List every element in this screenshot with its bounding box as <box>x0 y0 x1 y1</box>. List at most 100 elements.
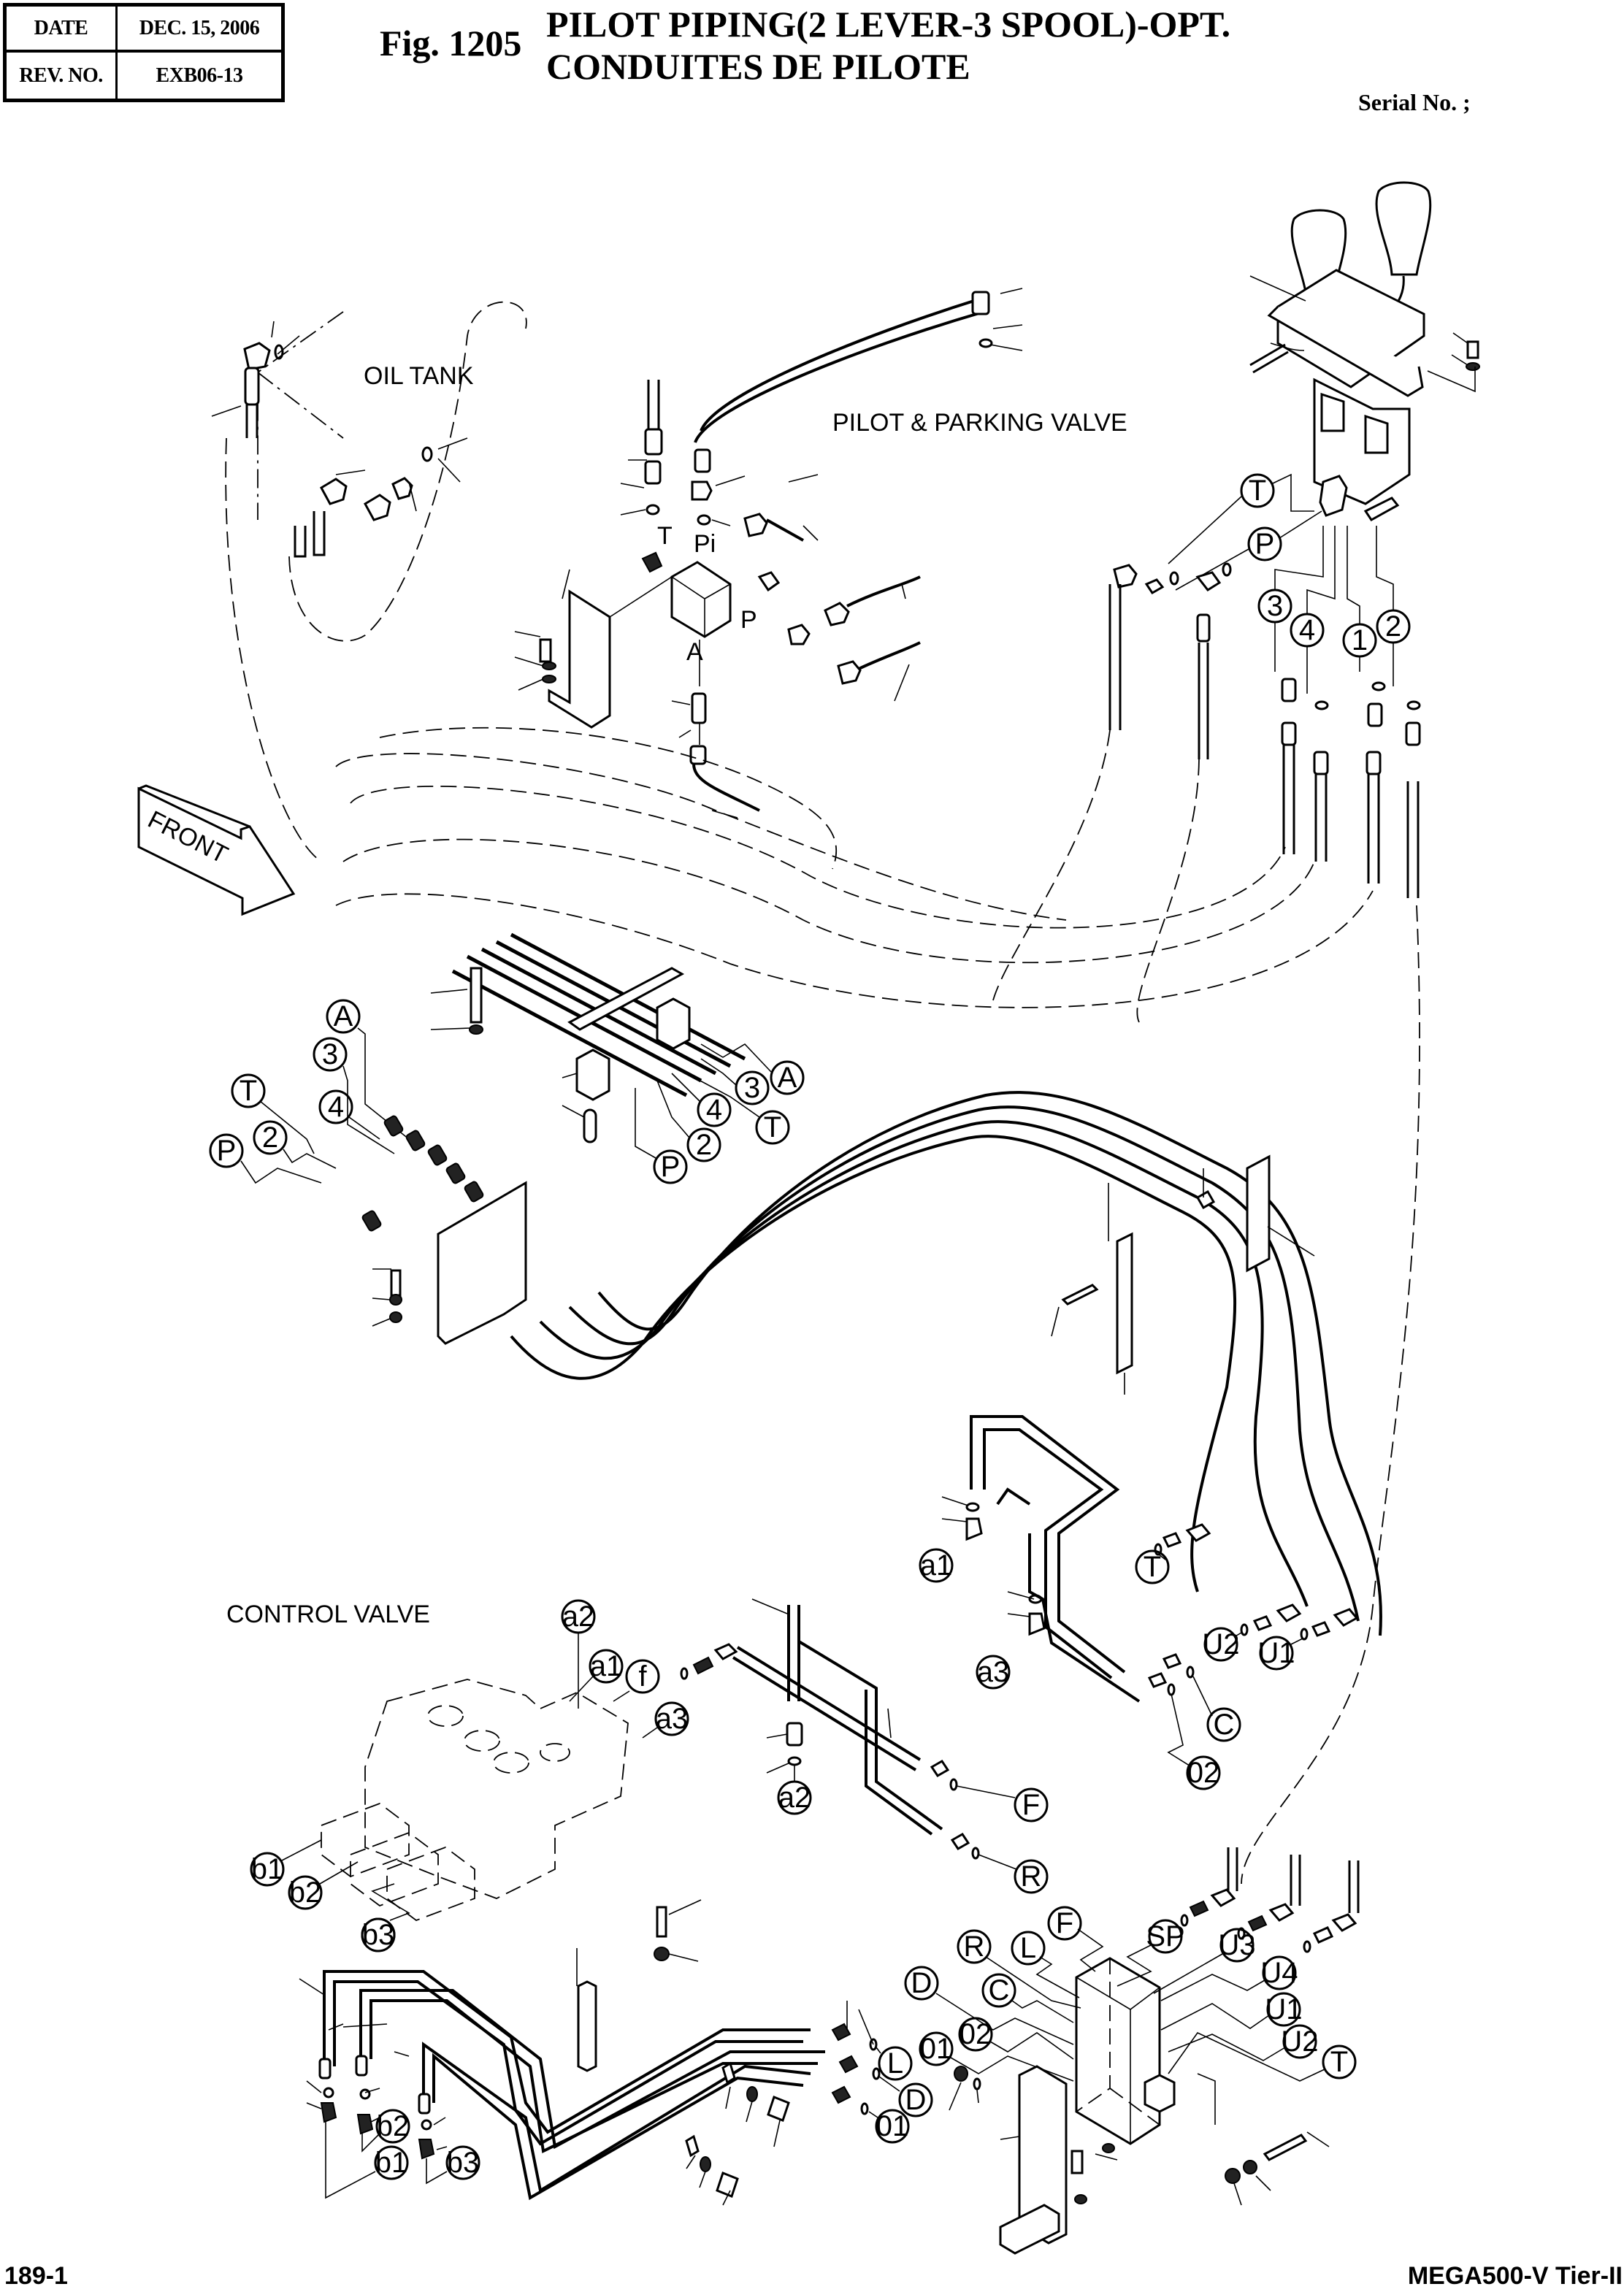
clamp-bar <box>1116 1232 1133 1375</box>
adapter <box>391 477 413 500</box>
figure-number: Fig. 1205 <box>380 23 522 64</box>
lock-washer <box>542 675 556 683</box>
callout-line-F: F <box>1014 1787 1049 1823</box>
pilot-parking-valve-group: PILOT & PARKING VALVE T Pi P A <box>514 288 1127 819</box>
control-valve-label: CONTROL VALVE <box>226 1601 430 1628</box>
callout-db-L: L <box>1011 1931 1046 1966</box>
svg-text:C: C <box>1214 1709 1235 1741</box>
port-label-Pi: Pi <box>694 530 716 558</box>
callout-manifold-2-left: 2 <box>253 1120 288 1155</box>
o-ring <box>1167 1683 1176 1696</box>
o-ring <box>421 446 433 462</box>
svg-text:SP: SP <box>1146 1920 1184 1952</box>
clamp-block <box>575 1049 610 1101</box>
adapter <box>930 1760 950 1777</box>
callout-cv-a3: a3 <box>654 1701 689 1736</box>
callout-line-R: R <box>1014 1859 1049 1894</box>
bolt <box>716 2172 739 2198</box>
callout-lower-b3-top: b3 <box>361 1917 396 1952</box>
pilot-valve-body <box>1313 377 1411 505</box>
svg-text:F: F <box>1022 1789 1040 1821</box>
elbow-fitting <box>320 2102 337 2123</box>
callout-db-U1: U1 <box>1265 1992 1303 2027</box>
o-ring <box>1303 1940 1311 1953</box>
title-english: PILOT PIPING(2 LEVER-3 SPOOL)-OPT. <box>546 4 1231 45</box>
callout-manifold-A-left: A <box>326 999 361 1034</box>
o-ring <box>1237 1927 1246 1940</box>
washer <box>746 2086 758 2102</box>
callout-db-02: 02 <box>958 2017 993 2052</box>
tube-b1 <box>323 1970 811 2134</box>
callout-db-R: R <box>957 1929 992 1964</box>
pilot-parking-valve-label: PILOT & PARKING VALVE <box>832 409 1127 437</box>
svg-text:L: L <box>887 2047 903 2080</box>
washer <box>654 1947 670 1961</box>
hose-routes <box>335 727 1420 1885</box>
adapter <box>692 1656 714 1675</box>
hose-fitting <box>689 745 707 765</box>
washer <box>469 1024 483 1035</box>
tee-fitting <box>691 480 713 501</box>
svg-text:A: A <box>334 1000 353 1032</box>
adapter <box>838 2055 859 2074</box>
svg-text:b2: b2 <box>377 2110 410 2142</box>
callout-mid-02: 02 <box>1186 1755 1221 1790</box>
tube-nut <box>418 2093 431 2115</box>
o-ring <box>646 504 660 515</box>
callout-manifold-2-right: 2 <box>686 1127 721 1162</box>
callout-mid-U2: U2 <box>1202 1627 1240 1662</box>
bolt <box>1466 340 1479 359</box>
adapter <box>691 692 707 724</box>
o-ring <box>359 2088 371 2100</box>
callout-manifold-3-left: 3 <box>313 1037 348 1072</box>
svg-text:f: f <box>638 1660 647 1693</box>
o-ring <box>1371 681 1386 691</box>
hose-fitting <box>824 602 850 626</box>
callout-cv-a2: a2 <box>561 1599 596 1634</box>
callout-lower-01: 01 <box>875 2109 910 2144</box>
elbow-fitting <box>713 1643 738 1660</box>
solenoid-b1 <box>321 1802 410 1878</box>
svg-text:b3: b3 <box>447 2147 480 2179</box>
bolt <box>539 638 552 663</box>
hose-fitting <box>1331 1913 1357 1932</box>
o-ring <box>965 1502 980 1512</box>
hose-ends <box>1227 1847 1360 1913</box>
adapter <box>1367 702 1383 727</box>
callout-manifold-T-left: T <box>231 1073 266 1108</box>
callout-db-SP: SP <box>1146 1919 1185 1954</box>
svg-text:L: L <box>1020 1932 1036 1964</box>
o-ring <box>1222 562 1232 577</box>
o-ring <box>1406 700 1421 710</box>
hose-fitting <box>1366 751 1382 775</box>
callout-db-F: F <box>1047 1906 1082 1941</box>
callout-mid-a3: a3 <box>976 1655 1011 1690</box>
svg-text:01: 01 <box>876 2110 909 2142</box>
tube-b3 <box>422 2042 811 2193</box>
date-label: DATE <box>7 7 118 53</box>
tube-nut <box>318 2058 332 2080</box>
washer <box>389 1311 402 1323</box>
control-valve-lines: a2 F R <box>713 1598 1049 1894</box>
svg-text:P: P <box>217 1135 237 1167</box>
hose <box>647 380 660 431</box>
callout-joystick-4: 4 <box>1290 613 1325 648</box>
svg-text:a1: a1 <box>590 1650 623 1682</box>
revision-table: DATE DEC. 15, 2006 REV. NO. EXB06-13 <box>3 3 285 102</box>
svg-text:U3: U3 <box>1218 1929 1255 1961</box>
hose-fitting <box>971 291 990 315</box>
callout-manifold-A-right: A <box>770 1060 805 1095</box>
svg-text:b1: b1 <box>251 1853 284 1885</box>
port-label-T: T <box>657 522 673 550</box>
o-ring <box>978 338 993 348</box>
adapter <box>1252 1615 1273 1631</box>
adapter <box>1147 1672 1168 1688</box>
svg-text:T: T <box>764 1111 781 1143</box>
o-ring <box>787 1756 802 1766</box>
oil-tank-label: OIL TANK <box>364 362 474 390</box>
callout-manifold-4-right: 4 <box>697 1092 732 1127</box>
callout-manifold-4-left: 4 <box>318 1089 353 1124</box>
callout-lower-L: L <box>878 2046 913 2081</box>
svg-text:a3: a3 <box>977 1656 1010 1688</box>
svg-text:2: 2 <box>1385 610 1401 643</box>
